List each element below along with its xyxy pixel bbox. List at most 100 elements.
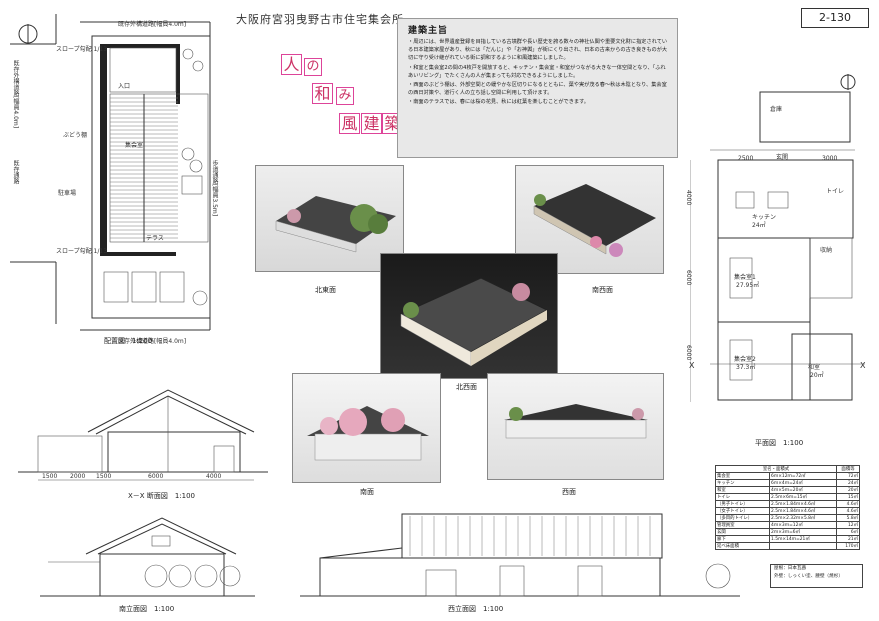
site-hall-label: 集会室: [125, 142, 144, 149]
table-cell: （男子トイレ）: [714, 500, 771, 508]
catch-char: 建: [361, 113, 382, 134]
section-dim: 6000: [148, 473, 164, 480]
floor-dim-vertical: 4000: [685, 190, 692, 206]
table-cell: 廊下: [714, 535, 771, 543]
table-cell: 6ｍ×4ｍ=24㎡: [769, 479, 838, 487]
site-road-vertical: 既存通路: [12, 160, 19, 184]
floor-room-label: 集会室2: [734, 356, 756, 363]
section-dim: 4000: [206, 473, 222, 480]
floor-dim: 3000: [822, 155, 838, 162]
concept-heading: 建築主旨: [408, 26, 449, 36]
west-elevation-drawing: [300, 513, 740, 597]
table-cell: 2.5ｍ×1.84ｍ×4.6㎡: [769, 500, 838, 508]
concept-paragraph: ・西面のぶどう棚は、外部空間との緩やかな区切りになるとともに、葉や実が茂る春〜秋…: [408, 82, 667, 97]
table-cell: 5.8㎡: [836, 514, 860, 522]
table-cell: 170㎡: [836, 542, 860, 550]
table-cell: 4.6㎡: [836, 500, 860, 508]
catch-char: 和: [312, 83, 333, 104]
table-cell: [769, 542, 838, 550]
floor-area-label: 24㎡: [752, 222, 766, 229]
sheet-number: 2-130: [801, 8, 869, 28]
site-grape-label: ぶどう棚: [63, 132, 88, 139]
table-cell: 15㎡: [836, 493, 860, 501]
table-cell: キッチン: [714, 479, 771, 487]
south-elevation-caption: 南立面図 1:100: [119, 605, 175, 613]
site-road-label: 既存外構道路[幅員4.0m]: [118, 21, 187, 28]
site-plan-caption: 配置図 1:200: [104, 337, 153, 345]
table-cell: 2.5ｍ×1.84ｍ×4.6㎡: [769, 507, 838, 515]
table-cell: 21㎡: [836, 535, 860, 543]
table-cell: 延べ床面積: [714, 542, 771, 550]
site-road-vertical: 既存外構道路[幅員4.0m]: [12, 60, 19, 129]
table-cell: 12㎡: [836, 521, 860, 529]
table-cell: 24㎡: [836, 479, 860, 487]
south-elevation-drawing: [40, 517, 255, 597]
table-cell: 6㎡: [836, 528, 860, 536]
site-parking-label: 駐車場: [58, 190, 77, 197]
floor-room-label: 集会室1: [734, 274, 756, 281]
model-photo-south-east: [515, 165, 664, 274]
model-photo-north-east: [255, 165, 404, 272]
table-cell: 1.5ｍ×14ｍ=21㎡: [769, 535, 838, 543]
floor-room-label: 和室: [808, 364, 821, 371]
catch-char: 風: [339, 113, 360, 134]
catch-char: 人: [281, 54, 302, 75]
table-cell: 20㎡: [836, 486, 860, 494]
concept-paragraph: ・南面のテラスでは、春には桜の花見、秋には紅葉を楽しむことができます。: [408, 99, 589, 106]
table-header-cell: 室名・面積式: [714, 465, 838, 473]
catch-char: の: [304, 58, 322, 76]
table-cell: 72㎡: [836, 472, 860, 480]
site-entrance-label: 入口: [118, 83, 131, 90]
spec-note: 屋根：日本瓦葺 外壁：しっくい塗、腰壁（焼杉）: [770, 564, 863, 588]
photo-caption: 南面: [360, 488, 374, 496]
table-cell: 集会室: [714, 472, 771, 480]
section-dim: 1500: [42, 473, 58, 480]
section-dim: 1500: [96, 473, 112, 480]
table-cell: 2ｍ×3ｍ=6㎡: [769, 528, 838, 536]
concept-paragraph: ・和室と集会室2の間の4枚戸を開放すると、キッチン・集会室・和室がつながる大きな…: [408, 64, 666, 79]
table-cell: （女子トイレ）: [714, 507, 771, 515]
section-dim: 2000: [70, 473, 86, 480]
table-cell: 和室: [714, 486, 771, 494]
table-cell: 4ｍ×3ｍ=12㎡: [769, 521, 838, 529]
table-cell: 管理員室: [714, 521, 771, 529]
table-cell: 4.6㎡: [836, 507, 860, 515]
floor-plan-caption: 平面図 1:100: [755, 439, 804, 447]
spec-note-line: 屋根：日本瓦葺: [774, 566, 807, 571]
floor-room-label: 収納: [820, 247, 833, 254]
section-marker: X: [860, 361, 866, 370]
sheet-title: 大阪府宮羽曳野古市住宅集会所: [236, 13, 404, 26]
table-cell: 2.5ｍ×6ｍ=15㎡: [769, 493, 838, 501]
concept-paragraph: ・周辺には、世界遺産登録を目指している古墳群や長い歴史を誇る数々の神社仏閣や重要…: [408, 39, 668, 62]
floor-room-label: 倉庫: [770, 106, 783, 113]
model-photo-south: [292, 373, 441, 483]
model-photo-north-west: [380, 253, 558, 379]
spec-note-line: 外壁：しっくい塗、腰壁（焼杉）: [774, 574, 843, 579]
model-photo-west: [487, 373, 664, 480]
floor-room-label: キッチン: [752, 214, 777, 221]
floor-dim-vertical: 6000: [685, 345, 692, 361]
photo-caption: 西面: [562, 488, 576, 496]
floor-room-label: 玄関: [776, 154, 789, 161]
table-cell: 玄関: [714, 528, 771, 536]
photo-caption: 北東面: [315, 286, 336, 294]
section-drawing: [18, 389, 268, 481]
table-row: 延べ床面積 170㎡: [714, 542, 860, 550]
table-cell: 6ｍ×12ｍ=72㎡: [769, 472, 838, 480]
site-slope-label: スロープ勾配 1/13: [56, 248, 108, 255]
west-elevation-caption: 西立面図 1:100: [448, 605, 504, 613]
section-caption: X－X 断面図 1:100: [128, 492, 195, 500]
site-road-vertical: 歩道通路[幅員3.5m]: [211, 160, 218, 217]
photo-caption: 北西面: [456, 383, 477, 391]
table-row: 室名・面積式 面積等: [714, 465, 860, 473]
site-slope-label: スロープ勾配 1/13: [56, 46, 108, 53]
